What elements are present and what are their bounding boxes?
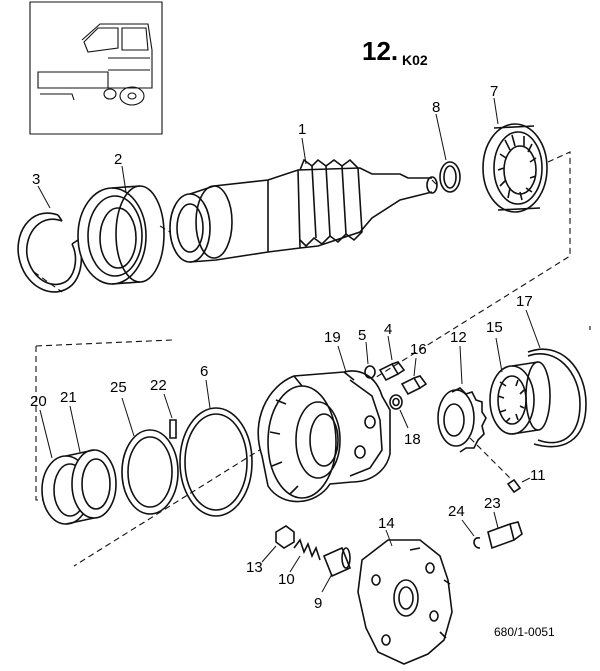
callout-1: 1 (298, 121, 306, 138)
part-5-small-ring (364, 341, 376, 379)
part-8-ring (435, 113, 461, 193)
callout-14: 14 (378, 515, 395, 532)
callout-4: 4 (384, 321, 392, 338)
callout-21: 21 (60, 389, 77, 406)
callout-9: 9 (314, 595, 322, 612)
part-6-o-ring (179, 379, 253, 517)
part-13-nut (261, 525, 295, 563)
part-17-cover-ring (525, 309, 587, 448)
part-19-housing (257, 345, 391, 503)
callout-2: 2 (114, 151, 122, 168)
callout-15: 15 (486, 319, 503, 336)
callout-20: 20 (30, 393, 47, 410)
truck-thumbnail (29, 1, 163, 135)
part-21-seal-ring (65, 405, 117, 525)
callout-19: 19 (324, 329, 341, 346)
part-9-piston (321, 546, 352, 593)
callout-11: 11 (530, 467, 546, 484)
part-4-plug (378, 335, 406, 382)
part-10-spring (289, 538, 321, 573)
callout-6: 6 (200, 363, 208, 380)
callout-18: 18 (404, 431, 421, 448)
callout-24: 24 (448, 503, 465, 520)
part-22-pin (163, 393, 177, 439)
callout-5: 5 (358, 327, 366, 344)
part-15-splined-sleeve (489, 337, 551, 435)
callout-17: 17 (516, 293, 533, 310)
page-title-number: 12. (362, 36, 398, 66)
part-23-plug (487, 511, 523, 550)
page-title-suffix: K02 (402, 52, 428, 68)
callout-22: 22 (150, 377, 167, 394)
part-16-bolt (400, 357, 428, 396)
callout-16: 16 (410, 341, 427, 358)
part-2-bearing (77, 165, 165, 285)
document-code: 680/1-0051 (494, 625, 555, 639)
part-14-cover-plate (357, 529, 453, 665)
callout-labels: 1 2 3 4 5 6 7 8 9 10 11 12 13 14 15 16 1… (30, 83, 546, 612)
callout-25: 25 (110, 379, 127, 396)
part-18-washer (389, 394, 409, 429)
part-11-pin (506, 477, 531, 494)
callout-12: 12 (450, 329, 467, 346)
callout-23: 23 (484, 495, 501, 512)
callout-10: 10 (278, 571, 295, 588)
part-3-snap-ring (17, 185, 83, 293)
callout-3: 3 (32, 171, 40, 188)
part-12-gear (437, 345, 487, 453)
callout-8: 8 (432, 99, 440, 116)
callout-7: 7 (490, 83, 498, 100)
part-24-ring-clip (461, 519, 481, 549)
part-7-roller-bearing (482, 97, 548, 213)
callout-13: 13 (246, 559, 263, 576)
part-25-ring (121, 397, 179, 515)
upper-axis-line (33, 151, 571, 567)
part-1-shaft (169, 137, 438, 263)
